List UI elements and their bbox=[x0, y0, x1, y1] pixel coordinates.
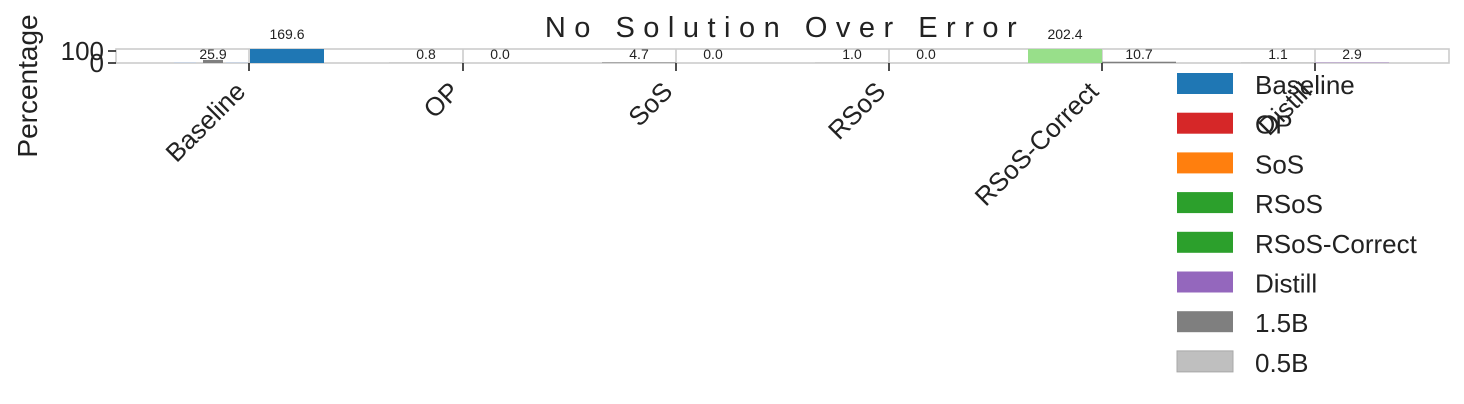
legend-swatch bbox=[1177, 271, 1233, 293]
legend-item[interactable]: Distill bbox=[1177, 269, 1317, 299]
x-tick-label: RSoS-Correct bbox=[969, 75, 1105, 211]
legend-item[interactable]: RSoS bbox=[1177, 189, 1323, 219]
data-label: 2.9 bbox=[1342, 46, 1362, 62]
data-label: 25.9 bbox=[199, 46, 226, 62]
data-label: 0.0 bbox=[916, 46, 936, 62]
legend-item[interactable]: SoS bbox=[1177, 149, 1304, 179]
bar[interactable] bbox=[250, 49, 324, 63]
data-label: 1.0 bbox=[842, 46, 862, 62]
data-label: 0.8 bbox=[416, 46, 436, 62]
bar[interactable] bbox=[602, 62, 676, 63]
x-tick-label: Baseline bbox=[160, 76, 252, 168]
data-label: 4.7 bbox=[629, 46, 649, 62]
bar[interactable] bbox=[203, 59, 223, 63]
x-tick-label: SoS bbox=[622, 76, 678, 132]
chart-title: No Solution Over Error bbox=[545, 12, 1025, 44]
legend-label: RSoS bbox=[1255, 189, 1323, 219]
legend-label: 0.5B bbox=[1255, 348, 1309, 378]
data-label: 0.0 bbox=[703, 46, 723, 62]
data-labels: 25.9 169.6 0.8 0.0 4.7 0.0 1.0 0.0 202.4 10.7 1.1 2… bbox=[199, 26, 1362, 62]
legend-label: SoS bbox=[1255, 149, 1304, 179]
data-label: 202.4 bbox=[1047, 26, 1082, 42]
data-label: 10.7 bbox=[1125, 46, 1152, 62]
legend-label: Baseline bbox=[1255, 70, 1355, 100]
y-tick-label: 100 bbox=[61, 36, 104, 66]
legend-item[interactable]: Baseline bbox=[1177, 70, 1355, 100]
legend-item[interactable]: OP bbox=[1177, 110, 1293, 140]
legend-item[interactable]: 1.5B bbox=[1177, 308, 1309, 338]
legend-swatch bbox=[1177, 112, 1233, 134]
legend-item[interactable]: 0.5B bbox=[1176, 348, 1309, 378]
y-tick-label: 0 bbox=[90, 48, 104, 78]
legend-swatch bbox=[1177, 231, 1233, 253]
legend-swatch bbox=[1177, 73, 1233, 94]
bar[interactable] bbox=[1028, 49, 1102, 63]
x-tick-label: OP bbox=[417, 76, 465, 124]
legend-swatch bbox=[1177, 152, 1233, 174]
legend-swatch bbox=[1177, 311, 1233, 333]
data-label: 169.6 bbox=[269, 26, 304, 42]
legend-label: RSoS-Correct bbox=[1255, 229, 1418, 259]
bar[interactable] bbox=[1102, 61, 1176, 63]
grid-lines bbox=[248, 49, 1316, 63]
plot-frame bbox=[115, 48, 1450, 64]
legend-swatch bbox=[1176, 350, 1234, 373]
y-axis-label: Percentage bbox=[12, 14, 43, 157]
bars bbox=[174, 49, 1389, 63]
legend-item[interactable]: RSoS-Correct bbox=[1177, 229, 1418, 259]
legend-label: 1.5B bbox=[1255, 308, 1309, 338]
data-label: 0.0 bbox=[490, 46, 510, 62]
legend-label: Distill bbox=[1255, 269, 1317, 299]
plot-area: 25.9 169.6 0.8 0.0 4.7 0.0 1.0 0.0 202.4 10.7 1.1 2… bbox=[115, 26, 1450, 64]
data-label: 1.1 bbox=[1268, 46, 1288, 62]
x-tick-label: RSoS bbox=[822, 76, 891, 145]
legend-swatch bbox=[1177, 192, 1233, 214]
legend-label: OP bbox=[1255, 110, 1293, 140]
